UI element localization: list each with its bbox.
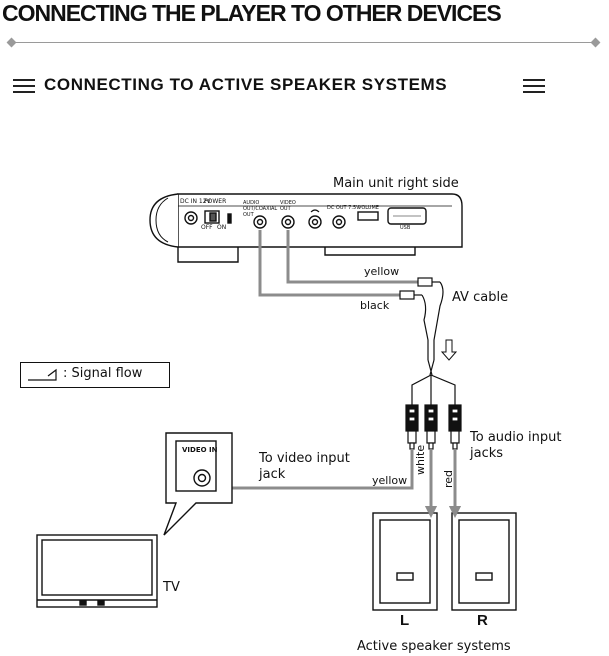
speakers-caption: Active speaker systems	[357, 639, 511, 654]
title-divider	[12, 42, 596, 43]
video-in-label: VIDEO IN	[182, 446, 218, 454]
signal-flow-arrow	[440, 339, 458, 361]
section-title: CONNECTING TO ACTIVE SPEAKER SYSTEMS	[44, 75, 448, 94]
speaker-right	[451, 512, 517, 611]
tv-label: TV	[163, 580, 180, 595]
to-video-label: To video input jack	[259, 451, 350, 482]
tv-icon	[36, 534, 158, 608]
signal-legend	[20, 362, 170, 388]
signal-arrows	[228, 449, 457, 508]
arrow-heads-top	[425, 506, 461, 518]
port-label-dc-out: DC OUT 7.5V	[327, 205, 360, 211]
cable-white-label: white	[414, 444, 427, 475]
video-in-callout	[163, 432, 233, 536]
signal-legend-label: : Signal flow	[63, 366, 143, 381]
port-label-video-out: VIDEO OUT	[280, 200, 296, 212]
port-label-audio-out: AUDIO OUT/COAXIAL OUT	[243, 200, 278, 218]
section-marker-right-icon	[523, 79, 545, 93]
section-marker-left-icon	[13, 79, 35, 93]
left-speaker-label: L	[400, 612, 410, 629]
port-label-power: POWER	[204, 198, 227, 205]
av-cable-label: AV cable	[452, 290, 509, 305]
av-cable-plugs	[399, 277, 440, 300]
signal-legend-icon	[28, 368, 57, 381]
main-unit	[149, 193, 463, 263]
rca-plugs	[405, 404, 462, 450]
av-cable	[258, 230, 418, 297]
port-label-dc: DC IN 12V	[180, 198, 211, 205]
main-unit-label: Main unit right side	[333, 176, 459, 191]
black-plug-label: black	[360, 299, 390, 312]
port-label-power-off: OFF	[201, 224, 213, 231]
to-audio-label: To audio input jacks	[470, 430, 562, 461]
port-label-power-on: ON	[217, 224, 227, 231]
cable-red-label: red	[442, 469, 455, 488]
port-label-usb: USB	[400, 225, 411, 231]
page-title: CONNECTING THE PLAYER TO OTHER DEVICES	[2, 0, 502, 26]
port-label-volume: VOLUME	[358, 205, 379, 211]
right-speaker-label: R	[477, 612, 488, 629]
speaker-left	[372, 512, 438, 611]
yellow-plug-label: yellow	[364, 265, 400, 278]
av-cable-wire	[411, 281, 456, 405]
cable-yellow-label: yellow	[372, 474, 408, 487]
